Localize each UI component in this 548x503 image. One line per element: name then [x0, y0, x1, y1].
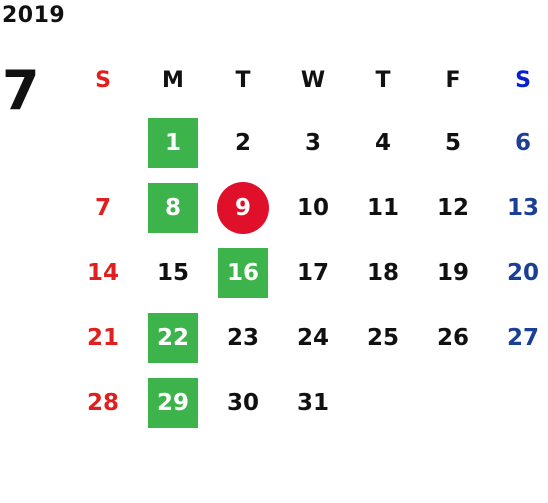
weekday-monday: M: [162, 67, 184, 93]
day-cell[interactable]: 24: [278, 305, 348, 370]
day-cell[interactable]: 21: [68, 305, 138, 370]
day-cell[interactable]: 4: [348, 110, 418, 175]
day-number: 31: [296, 389, 329, 416]
calendar-grid: S M T W T F S 1 2 3 4 5 6 7 8 9 10 11 12…: [68, 50, 548, 435]
day-number: 26: [436, 324, 469, 351]
day-cell[interactable]: 31: [278, 370, 348, 435]
day-cell[interactable]: 18: [348, 240, 418, 305]
weekday-sunday: S: [95, 67, 111, 93]
year-label: 2019: [2, 3, 66, 28]
day-cell[interactable]: 12: [418, 175, 488, 240]
day-cell-highlighted[interactable]: 8: [138, 175, 208, 240]
day-number: 20: [506, 259, 539, 286]
day-number: 7: [94, 194, 111, 221]
day-number: 12: [436, 194, 469, 221]
day-number: 24: [296, 324, 329, 351]
day-cell[interactable]: 13: [488, 175, 548, 240]
weekday-tuesday: T: [235, 67, 251, 93]
day-cell[interactable]: 27: [488, 305, 548, 370]
day-cell[interactable]: 14: [68, 240, 138, 305]
day-cell[interactable]: 15: [138, 240, 208, 305]
day-number: 14: [86, 259, 119, 286]
day-number: 2: [234, 129, 251, 156]
day-number: 25: [366, 324, 399, 351]
week-row: 21 22 23 24 25 26 27: [68, 305, 548, 370]
day-number: 1: [148, 117, 198, 168]
day-cell[interactable]: 5: [418, 110, 488, 175]
day-number: 23: [226, 324, 259, 351]
weekday-thursday: T: [375, 67, 391, 93]
day-number: 18: [366, 259, 399, 286]
week-row: 14 15 16 17 18 19 20: [68, 240, 548, 305]
day-cell-empty: [418, 370, 488, 435]
month-label: 7: [2, 59, 40, 122]
week-row: 28 29 30 31: [68, 370, 548, 435]
day-cell[interactable]: 25: [348, 305, 418, 370]
week-row: 1 2 3 4 5 6: [68, 110, 548, 175]
weekday-friday: F: [445, 67, 461, 93]
day-number: 3: [304, 129, 321, 156]
day-number: 30: [226, 389, 259, 416]
day-cell[interactable]: 17: [278, 240, 348, 305]
day-number: 17: [296, 259, 329, 286]
day-number: 28: [86, 389, 119, 416]
day-cell[interactable]: 6: [488, 110, 548, 175]
day-cell-highlighted[interactable]: 22: [138, 305, 208, 370]
day-cell[interactable]: 23: [208, 305, 278, 370]
day-cell[interactable]: 3: [278, 110, 348, 175]
day-cell[interactable]: 26: [418, 305, 488, 370]
week-row: 7 8 9 10 11 12 13: [68, 175, 548, 240]
day-number: 29: [148, 377, 198, 428]
day-cell-highlighted[interactable]: 1: [138, 110, 208, 175]
day-cell[interactable]: 30: [208, 370, 278, 435]
day-number: 9: [217, 181, 269, 234]
day-number: 21: [86, 324, 119, 351]
day-number: 6: [514, 129, 531, 156]
day-number: 22: [148, 312, 198, 363]
day-number: 5: [444, 129, 461, 156]
day-cell-highlighted[interactable]: 16: [208, 240, 278, 305]
day-cell[interactable]: 10: [278, 175, 348, 240]
day-cell[interactable]: 20: [488, 240, 548, 305]
day-number: 10: [296, 194, 329, 221]
day-cell[interactable]: 19: [418, 240, 488, 305]
day-cell[interactable]: 28: [68, 370, 138, 435]
day-cell-today[interactable]: 9: [208, 175, 278, 240]
weekday-header-row: S M T W T F S: [68, 50, 548, 110]
day-number: 13: [506, 194, 539, 221]
day-cell-highlighted[interactable]: 29: [138, 370, 208, 435]
day-cell[interactable]: 11: [348, 175, 418, 240]
day-number: 19: [436, 259, 469, 286]
day-cell-empty: [348, 370, 418, 435]
weekday-saturday: S: [515, 67, 531, 93]
day-number: 27: [506, 324, 539, 351]
day-cell-empty: [488, 370, 548, 435]
day-number: 11: [366, 194, 399, 221]
day-number: 4: [374, 129, 391, 156]
day-number: 16: [218, 247, 268, 298]
day-cell[interactable]: 7: [68, 175, 138, 240]
day-cell: [68, 110, 138, 175]
day-number: 15: [156, 259, 189, 286]
day-number: 8: [148, 182, 198, 233]
weekday-wednesday: W: [300, 67, 326, 93]
day-cell[interactable]: 2: [208, 110, 278, 175]
